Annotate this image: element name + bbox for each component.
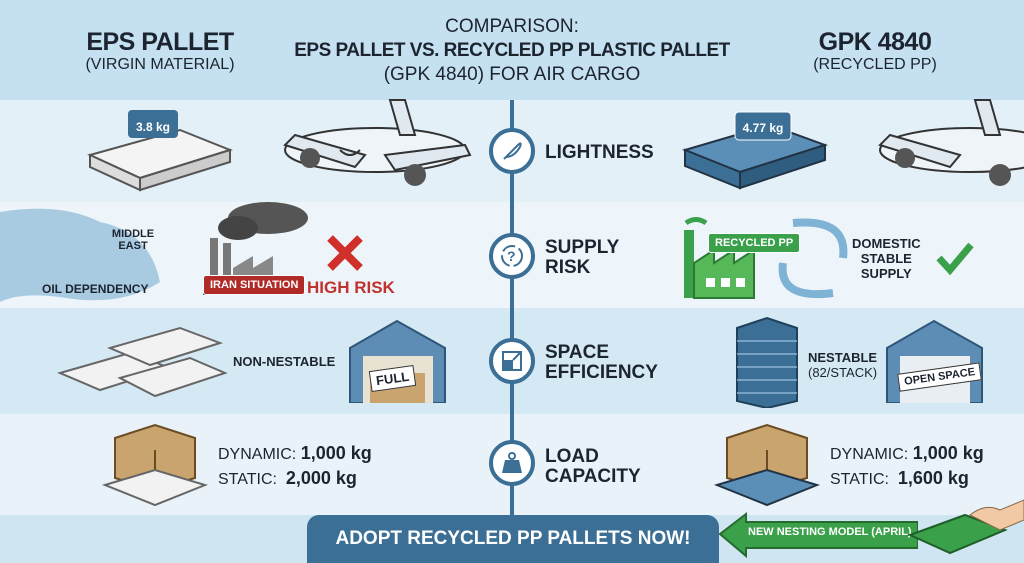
airplane-icon-right — [878, 99, 1024, 186]
right-title: GPK 4840 — [818, 28, 932, 56]
gpk-nested-stack-icon — [736, 316, 798, 408]
center-divider — [510, 100, 514, 520]
region-label: MIDDLE EAST — [111, 228, 155, 252]
header — [0, 0, 1024, 100]
eps-stack-icon — [57, 326, 228, 398]
center-title-3: (GPK 4840) FOR AIR CARGO — [383, 64, 641, 85]
arrow-text: NEW NESTING MODEL (APRIL) — [748, 526, 912, 538]
high-risk-label: HIGH RISK — [307, 278, 395, 297]
eps-weight: 3.8 kg — [135, 120, 171, 134]
green-arrow — [718, 511, 918, 558]
feather-icon — [489, 128, 535, 174]
eps-static: STATIC: 2,000 kg — [218, 468, 357, 488]
center-title-2: EPS PALLET VS. RECYCLED PP PLASTIC PALLE… — [294, 40, 730, 61]
left-subtitle: (VIRGIN MATERIAL) — [85, 56, 235, 73]
warehouse-open-icon — [886, 319, 983, 403]
airplane-icon — [283, 99, 472, 186]
left-title: EPS PALLET — [86, 28, 234, 56]
gpk-weight: 4.77 kg — [742, 121, 784, 135]
weight-icon — [489, 440, 535, 486]
question-cycle-icon: ? — [489, 233, 535, 279]
x-mark-icon — [327, 235, 363, 271]
cta-banner[interactable]: ADOPT RECYCLED PP PALLETS NOW! — [307, 515, 719, 563]
center-title-1: COMPARISON: — [445, 16, 579, 37]
recycled-pp-tag: RECYCLED PP — [708, 233, 801, 253]
resize-icon — [489, 338, 535, 384]
eps-dynamic: DYNAMIC: 1,000 kg — [218, 443, 372, 463]
category-lightness: LIGHTNESS — [545, 142, 654, 163]
cta-text: ADOPT RECYCLED PP PALLETS NOW! — [335, 528, 691, 549]
gpk-static: STATIC: 1,600 kg — [830, 468, 969, 488]
gpk-crate-icon — [713, 423, 821, 507]
recycled-factory-icon — [684, 217, 848, 299]
eps-pallet-icon — [87, 110, 233, 192]
gpk-pallet-icon — [681, 111, 829, 190]
right-subtitle: (RECYCLED PP) — [813, 56, 937, 73]
oil-dependency-label: OIL DEPENDENCY — [42, 282, 149, 296]
non-nestable-label: NON-NESTABLE — [233, 354, 336, 369]
eps-crate-icon — [101, 423, 209, 507]
warehouse-full-icon — [349, 319, 446, 403]
middle-east-map — [0, 208, 160, 302]
gpk-dynamic: DYNAMIC: 1,000 kg — [830, 443, 984, 463]
check-mark-icon — [936, 242, 974, 276]
nestable-label: NESTABLE(82/STACK) — [808, 350, 878, 380]
svg-text:?: ? — [507, 248, 516, 264]
iran-situation-tag: IRAN SITUATION — [203, 275, 306, 295]
green-pallet-hand-icon — [907, 499, 1024, 555]
